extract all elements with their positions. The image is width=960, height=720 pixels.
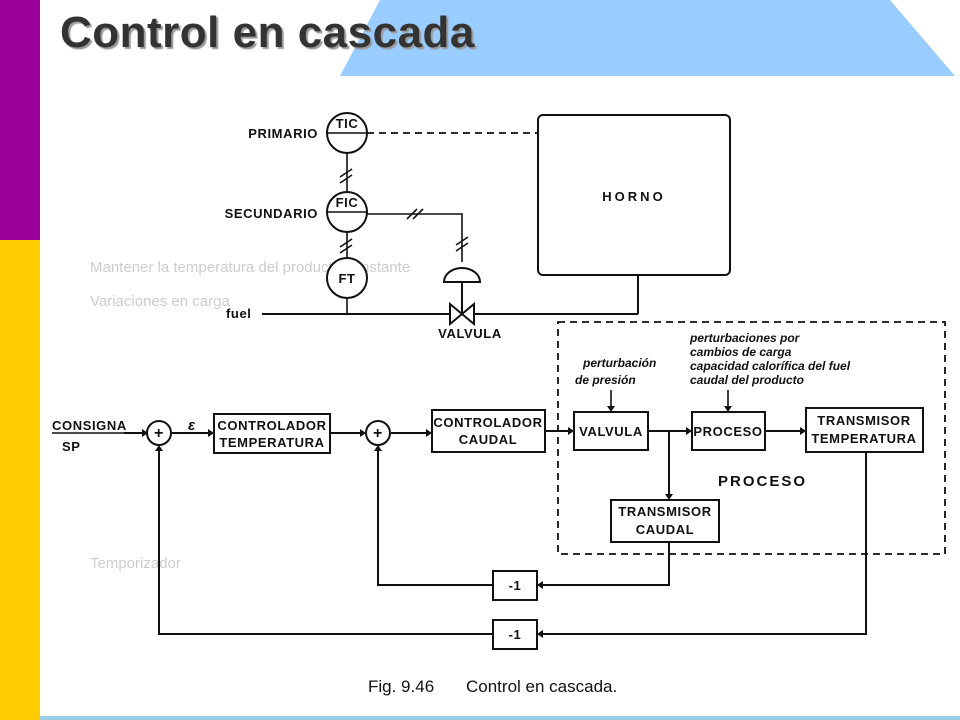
process-region-label: PROCESO xyxy=(718,473,807,490)
furnace-box xyxy=(537,114,731,276)
process-block-label: PROCESO xyxy=(693,424,762,439)
valve-label-top: VALVULA xyxy=(438,326,502,341)
furnace-label: HORNO xyxy=(602,189,665,204)
ft-label: FT xyxy=(338,271,355,286)
load-disturbance-line4: caudal del producto xyxy=(690,373,804,387)
valve-block-label: VALVULA xyxy=(579,424,643,439)
secondary-label: SECUNDARIO xyxy=(225,206,318,221)
temp-controller-line1: CONTROLADOR xyxy=(217,418,326,433)
load-disturbance-line1: perturbaciones por xyxy=(689,331,801,345)
setpoint-sp-label: SP xyxy=(62,439,81,454)
process-region xyxy=(557,321,946,555)
temp-transmitter-line1: TRANSMISOR xyxy=(817,413,910,428)
tic-label: TIC xyxy=(336,116,359,131)
fic-label: FIC xyxy=(336,195,359,210)
flow-controller-line2: CAUDAL xyxy=(459,432,517,447)
primary-label: PRIMARIO xyxy=(248,126,318,141)
error-symbol: ε xyxy=(188,417,196,434)
ghost-text-3: Variaciones en carga xyxy=(90,293,230,310)
setpoint-label: CONSIGNA xyxy=(52,418,127,433)
temperature-transmitter-block xyxy=(805,407,924,453)
outer-gain-label: -1 xyxy=(509,627,522,642)
inner-gain-label: -1 xyxy=(509,578,522,593)
valve-block xyxy=(573,411,649,451)
ghost-text-2: Temporizador xyxy=(90,555,181,572)
load-disturbance-line3: capacidad calorífica del fuel xyxy=(690,359,851,373)
temp-transmitter-line2: TEMPERATURA xyxy=(811,431,916,446)
pressure-disturbance-line1: perturbación xyxy=(582,356,656,370)
flow-transmitter-block xyxy=(610,499,720,543)
flow-transmitter-line1: TRANSMISOR xyxy=(618,504,711,519)
flow-controller-line1: CONTROLADOR xyxy=(433,415,542,430)
sum-symbol-2: + xyxy=(373,425,383,442)
temp-controller-line2: TEMPERATURA xyxy=(219,435,324,450)
slide-title: Control en cascada xyxy=(60,8,475,57)
pressure-disturbance-line2: de presión xyxy=(575,373,636,387)
flow-transmitter-line2: CAUDAL xyxy=(636,522,694,537)
fuel-label: fuel xyxy=(226,306,252,321)
bottom-rule xyxy=(40,716,960,720)
control-valve-symbol xyxy=(442,267,482,327)
figure-caption: Control en cascada. xyxy=(466,677,617,696)
title-band xyxy=(340,0,955,76)
figure-number: Fig. 9.46 xyxy=(368,677,434,696)
sum-symbol-1: + xyxy=(154,425,164,442)
load-disturbance-line2: cambios de carga xyxy=(690,345,792,359)
instrument-diagram: TIC PRIMARIO FIC SECUNDARIO FT fuel xyxy=(225,112,731,341)
left-accent-bar-purple xyxy=(0,0,40,240)
block-diagram: PROCESO CONSIGNA SP + ε CONTROLADOR TEMP… xyxy=(52,321,946,650)
left-accent-bar-yellow xyxy=(0,240,40,720)
